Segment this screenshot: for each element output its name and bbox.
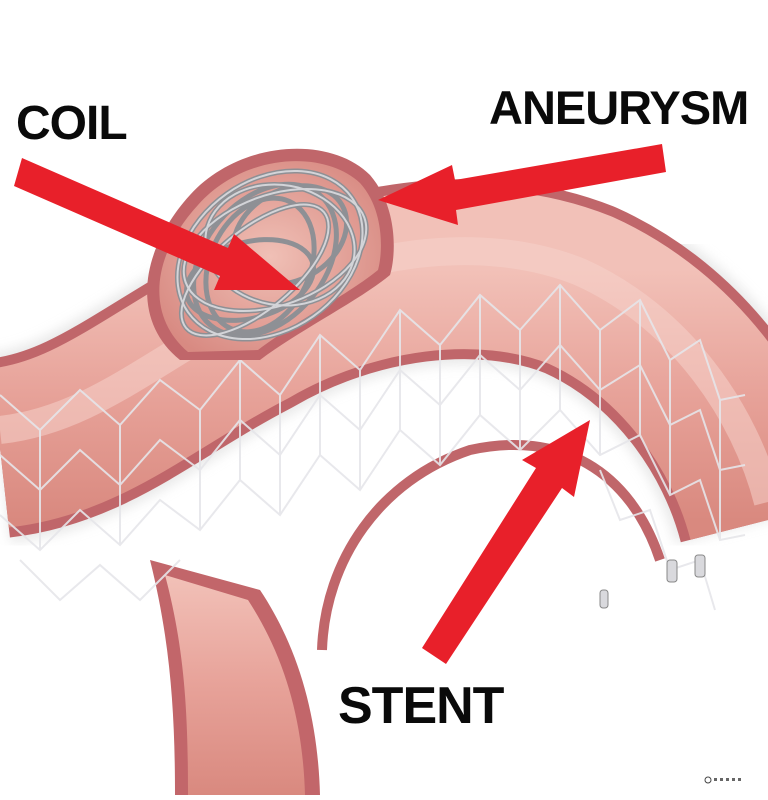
stent-label: STENT — [338, 677, 504, 735]
aneurysm-label: ANEURYSM — [489, 81, 749, 134]
stent-arrow — [422, 420, 590, 664]
watermark-logo — [704, 776, 741, 784]
inner-curve-cutout — [320, 448, 668, 795]
coil-label: COIL — [16, 97, 128, 150]
vessel-branch-lumen — [165, 575, 305, 795]
coil-arrow — [14, 158, 300, 290]
inner-wall-edge — [317, 439, 665, 651]
stent-markers — [599, 554, 706, 609]
stent-mesh — [0, 283, 746, 611]
vessel-highlight — [0, 237, 768, 506]
aneurysm-arrow — [378, 144, 666, 225]
coil-highlights — [176, 169, 368, 341]
